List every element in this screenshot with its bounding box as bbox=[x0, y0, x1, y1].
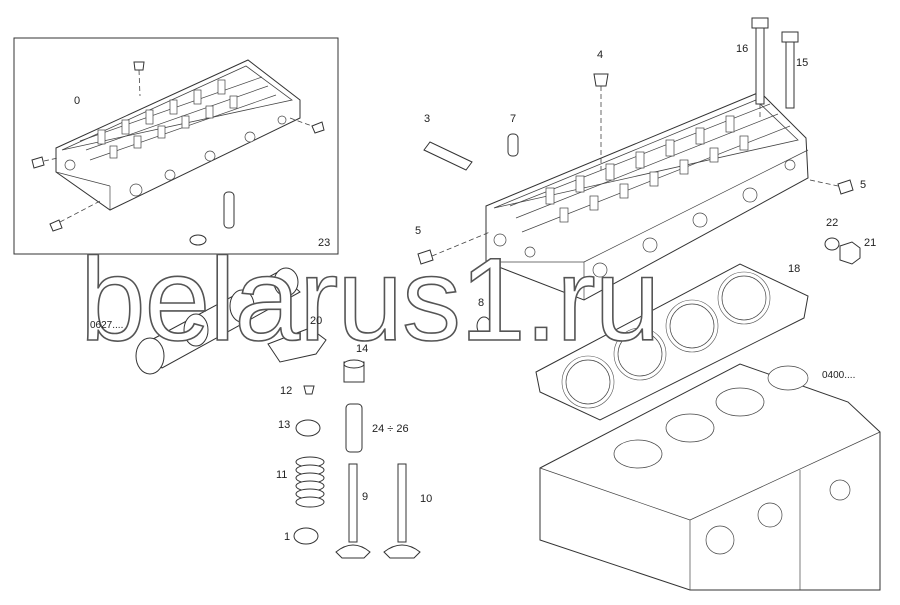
head-bolts bbox=[751, 17, 799, 118]
rocker-arm bbox=[267, 327, 327, 363]
watermark-text: belarus1.ru bbox=[80, 234, 659, 366]
callout-5-right: 5 bbox=[860, 179, 866, 191]
callout-22: 22 bbox=[826, 217, 838, 229]
callout-21: 21 bbox=[864, 237, 876, 249]
callout-14: 14 bbox=[356, 343, 368, 355]
callout-10: 10 bbox=[420, 493, 432, 505]
callout-15: 15 bbox=[796, 57, 808, 69]
ref-camshaft: 0627.... bbox=[90, 320, 123, 331]
callout-4: 4 bbox=[597, 49, 603, 61]
valve-train bbox=[293, 359, 421, 559]
callout-12: 12 bbox=[280, 385, 292, 397]
callout-9: 9 bbox=[362, 491, 368, 503]
small-parts-top bbox=[423, 73, 609, 171]
callout-16: 16 bbox=[736, 43, 748, 55]
callout-1: 1 bbox=[284, 531, 290, 543]
head-gasket bbox=[535, 263, 809, 421]
inset-label-23: 23 bbox=[318, 237, 330, 249]
callout-20: 20 bbox=[310, 315, 322, 327]
callout-24-26: 24 ÷ 26 bbox=[372, 423, 409, 435]
callout-13: 13 bbox=[278, 419, 290, 431]
camshaft bbox=[135, 267, 301, 375]
callout-5-left: 5 bbox=[415, 225, 421, 237]
inset-label-0: 0 bbox=[74, 95, 80, 107]
callout-18: 18 bbox=[788, 263, 800, 275]
callout-7: 7 bbox=[510, 113, 516, 125]
side-plugs bbox=[417, 179, 861, 336]
inset-panel: 0 23 bbox=[13, 37, 339, 255]
callout-3: 3 bbox=[424, 113, 430, 125]
callout-8: 8 bbox=[478, 297, 484, 309]
ref-engine-block: 0400.... bbox=[822, 370, 855, 381]
callouts: 1 3 4 5 5 7 8 9 10 11 12 13 14 15 16 18 … bbox=[276, 43, 876, 543]
engine-block bbox=[539, 363, 881, 591]
callout-11: 11 bbox=[276, 469, 287, 481]
